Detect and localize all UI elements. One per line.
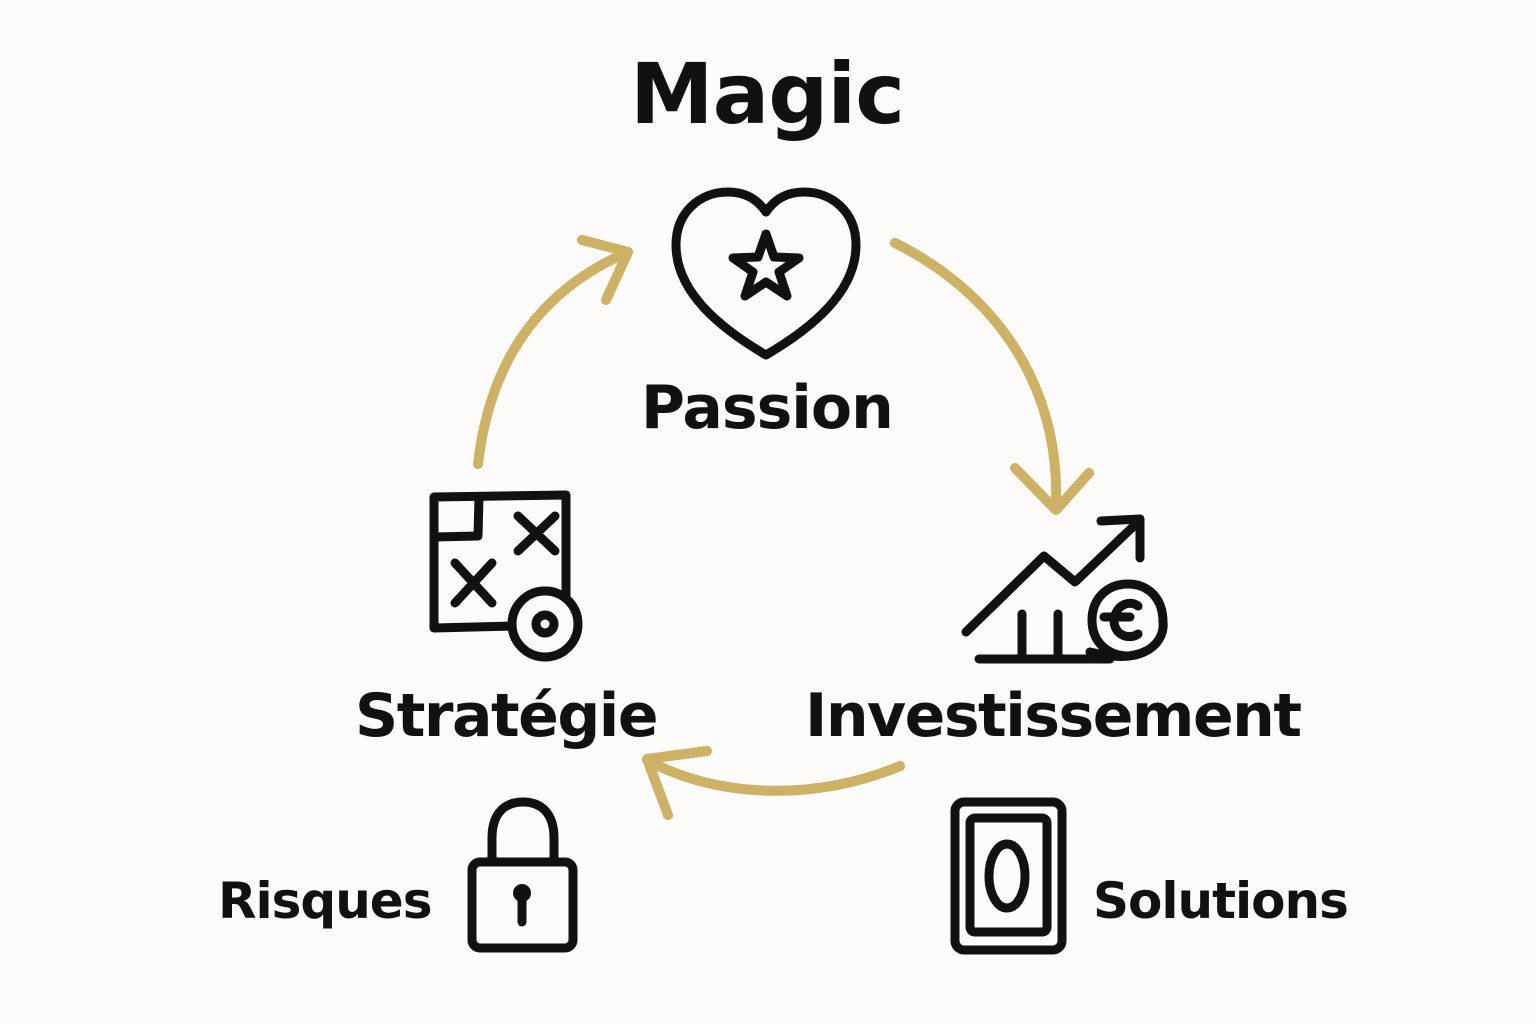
extra-label-risques: Risques [218,872,432,930]
arrow-investissement-to-strategie-icon [642,746,905,820]
arrow-strategie-to-passion-icon [473,235,633,469]
node-label-investissement: Investissement [805,681,1302,751]
heart-star-icon [671,187,861,360]
card-frame-icon [950,797,1067,955]
growth-chart-euro-icon [961,514,1168,664]
padlock-icon [467,797,578,953]
node-label-passion: Passion [641,373,894,443]
strategy-map-target-icon [429,490,583,662]
extra-label-solutions: Solutions [1093,872,1349,930]
node-label-strategie: Stratégie [355,681,659,751]
diagram-title: Magic [630,45,905,143]
arrow-passion-to-investissement-icon [890,238,1094,515]
